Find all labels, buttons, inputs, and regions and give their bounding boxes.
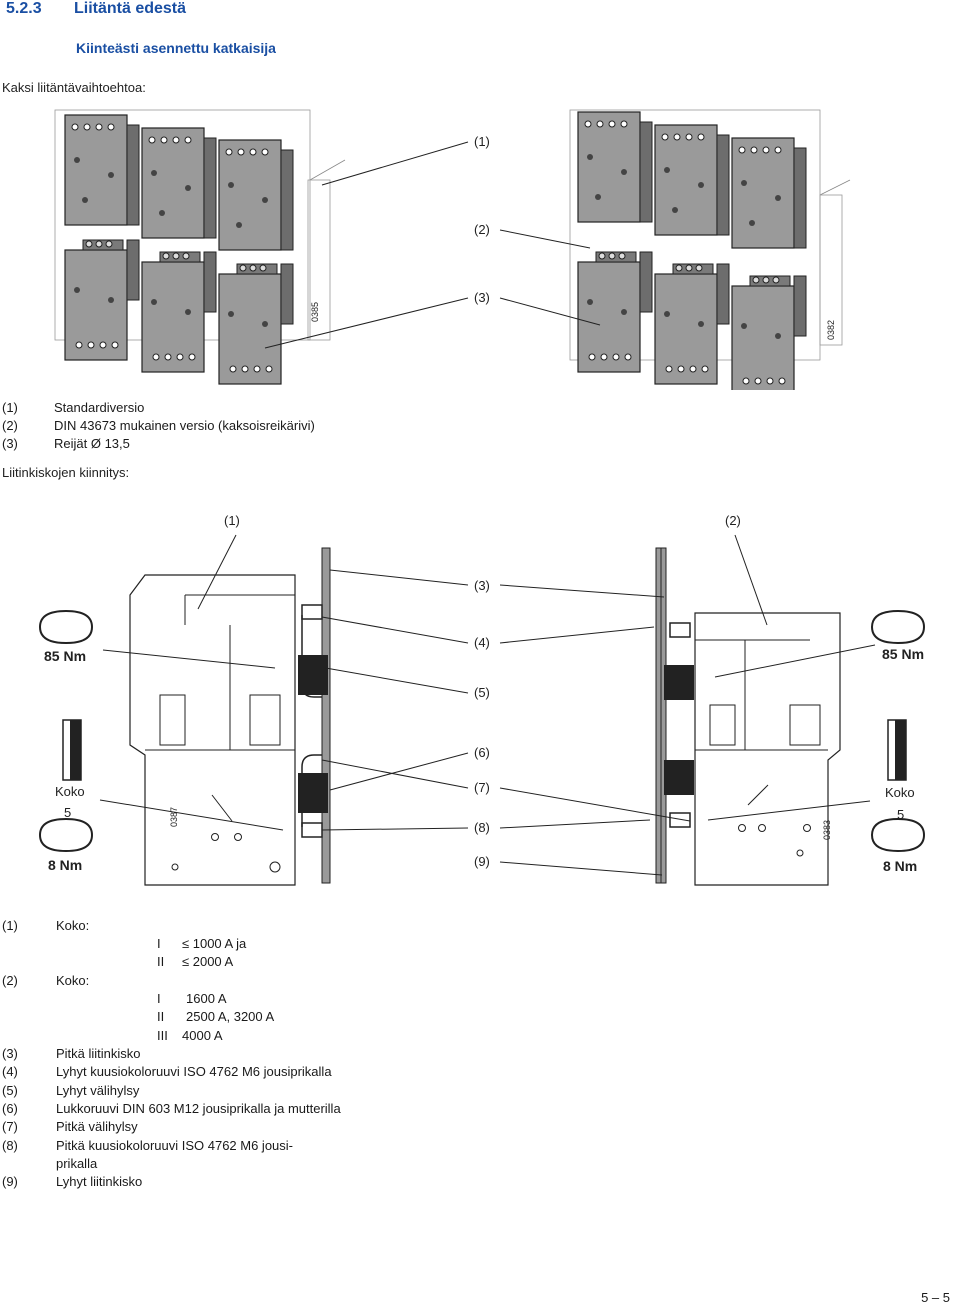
legend2-value-2a: 1600 A: [186, 991, 227, 1006]
legend2-size-2c: III: [157, 1028, 168, 1043]
legend2-num-6: (6): [2, 1101, 18, 1116]
figure1-callout-3: (3): [474, 290, 490, 305]
torque-85-right: 85 Nm: [882, 646, 924, 662]
legend2-size-2b: II: [157, 1009, 165, 1024]
legend1-num-1: (1): [2, 400, 18, 415]
torque-85-left: 85 Nm: [44, 648, 86, 664]
legend2-value-1b: ≤ 2000 A: [182, 954, 234, 969]
legend2-value-2b: 2500 A, 3200 A: [186, 1009, 275, 1024]
figure2-top-callout-1: (1): [224, 513, 240, 528]
legend2-text-8: Pitkä kuusiokoloruuvi ISO 4762 M6 jousi-: [56, 1138, 294, 1153]
legend2-num-4: (4): [2, 1064, 18, 1079]
figure-busbar-mounting: 0387 0383 85 Nm 85 Nm 8 Nm 8 Nm Koko 5 K…: [39, 513, 926, 886]
legend2-text-5: Lyhyt välihylsy: [56, 1083, 140, 1098]
legend2-size-2a: I: [157, 991, 161, 1006]
legend2-text-7: Pitkä välihylsy: [56, 1119, 138, 1134]
section-number: 5.2.3: [6, 0, 42, 17]
legend2-text-4: Lyhyt kuusiokoloruuvi ISO 4762 M6 jousip…: [56, 1064, 332, 1079]
figure2-callout-8: (8): [474, 820, 490, 835]
page-number: 5 – 5: [921, 1290, 950, 1305]
figure2-callout-7: (7): [474, 780, 490, 795]
torque-8-left: 8 Nm: [48, 857, 82, 873]
legend2-num-9: (9): [2, 1174, 18, 1189]
mounting-heading: Liitinkiskojen kiinnitys:: [2, 465, 130, 480]
legend1-text-1: Standardiversio: [54, 400, 145, 415]
legend2-size-1b: II: [157, 954, 165, 969]
legend2-text-9: Lyhyt liitinkisko: [56, 1174, 143, 1189]
size-label-right: Koko: [885, 785, 915, 800]
subtitle: Kiinteästi asennettu katkaisija: [76, 40, 276, 56]
legend2-text-1: Koko:: [56, 918, 90, 933]
legend2-text-2: Koko:: [56, 973, 90, 988]
figure2-callout-6: (6): [474, 745, 490, 760]
size-value-left: 5: [64, 805, 71, 820]
figure2-callout-3: (3): [474, 578, 490, 593]
torque-8-right: 8 Nm: [883, 858, 917, 874]
legend1-text-2: DIN 43673 mukainen versio (kaksoisreikär…: [54, 418, 315, 433]
legend2-num-2: (2): [2, 973, 18, 988]
legend2-text-3: Pitkä liitinkisko: [56, 1046, 141, 1061]
legend2-size-1a: I: [157, 936, 161, 951]
figure1-callout-2: (2): [474, 222, 490, 237]
legend2-text-8-cont: prikalla: [56, 1156, 98, 1171]
legend1-num-3: (3): [2, 436, 18, 451]
figure2-top-callout-2: (2): [725, 513, 741, 528]
size-value-right: 5: [897, 807, 904, 822]
legend2-value-1a: ≤ 1000 A ja: [182, 936, 247, 951]
figure1-code-left: 0385: [310, 302, 320, 322]
legend1-num-2: (2): [2, 418, 18, 433]
figure-connection-variants: 0385 0382 (1) (2) (3): [54, 109, 851, 390]
legend2-value-2c: 4000 A: [182, 1028, 223, 1043]
legend2-num-1: (1): [2, 918, 18, 933]
legend1-text-3: Reijät Ø 13,5: [54, 436, 130, 451]
figure2-callout-5: (5): [474, 685, 490, 700]
figure1-code-right: 0382: [826, 320, 836, 340]
intro-text: Kaksi liitäntävaihtoehtoa:: [2, 80, 146, 95]
figure2-code-right: 0383: [822, 820, 832, 840]
legend2-num-3: (3): [2, 1046, 18, 1061]
section-title: Liitäntä edestä: [74, 0, 187, 17]
legend2-num-8: (8): [2, 1138, 18, 1153]
figure1-callout-1: (1): [474, 134, 490, 149]
legend2-num-7: (7): [2, 1119, 18, 1134]
legend2-text-6: Lukkoruuvi DIN 603 M12 jousiprikalla ja …: [56, 1101, 341, 1116]
figure2-callout-4: (4): [474, 635, 490, 650]
size-label-left: Koko: [55, 784, 85, 799]
legend2-num-5: (5): [2, 1083, 18, 1098]
figure2-callout-9: (9): [474, 854, 490, 869]
figure2-code-left: 0387: [169, 807, 179, 827]
